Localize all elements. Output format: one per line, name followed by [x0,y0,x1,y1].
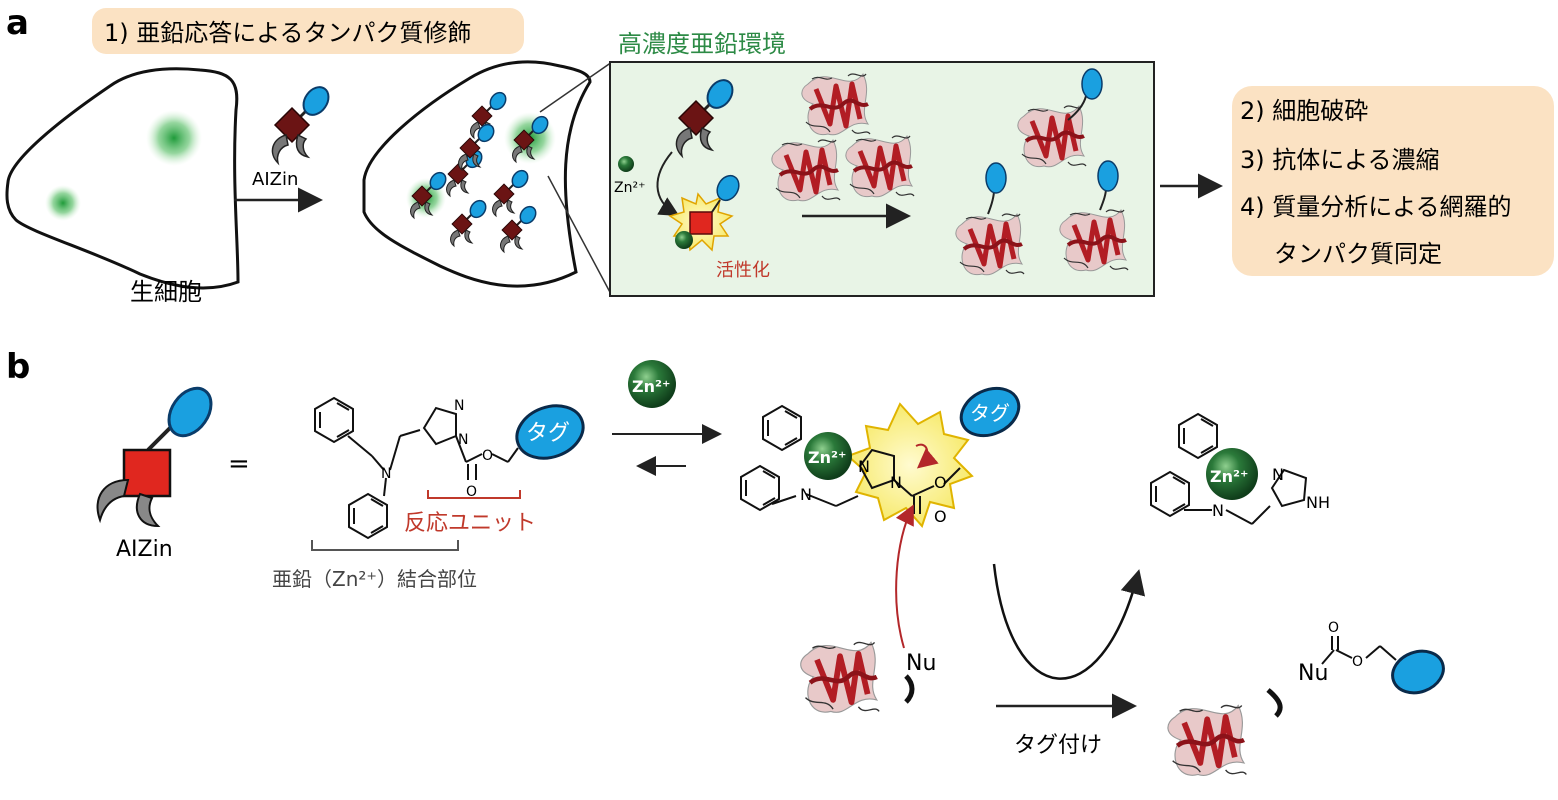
bound-zinc-label: Zn²⁺ [808,448,846,467]
atom-o: O [1328,620,1339,636]
tagging-label: タグ付け [1014,733,1102,758]
bound-zinc-icon [1206,448,1258,500]
steps-background [1232,86,1554,276]
zinc-spot [45,185,81,221]
atom-n: N [1212,501,1224,520]
product-structure [1150,413,1308,525]
step-4-cont: タンパク質同定 [1274,240,1442,268]
nucleophile-attack-arrow [895,504,914,649]
atom-n: N [1272,465,1284,484]
atom-o: O [934,507,947,526]
reactive-unit-label: 反応ユニット [404,511,536,536]
atom-o: O [1352,654,1363,670]
carbamate-linker [1321,636,1397,665]
tag-icon [515,404,585,460]
step-2: 2) 細胞破砕 [1240,97,1368,125]
arrow-label-aizin: AIZin [252,169,298,190]
atom-n: N [381,466,391,482]
step-4: 4) 質量分析による網羅的 [1240,193,1512,221]
u-shaped-arrow [992,563,1146,680]
step1-title: 1) 亜鉛応答によるタンパク質修飾 [104,19,472,47]
atom-o: O [466,484,477,500]
bound-zinc-label: Zn²⁺ [1210,467,1248,486]
atom-n: N [454,398,464,414]
tag-icon [1391,649,1445,695]
reactive-unit-bracket [427,490,521,499]
tag-icon [985,162,1007,194]
activation-arrow [656,151,680,217]
zinc-site-bracket [311,540,459,551]
zinc-ion-label: Zn²⁺ [632,377,670,396]
zinc-env-title: 高濃度亜鉛環境 [618,30,786,58]
tagged-protein-product-icon [1168,706,1246,776]
equals-sign: = [228,449,250,479]
target-protein-icon [801,642,879,712]
panel-b-label: b [6,347,30,387]
atom-n: N [890,473,902,492]
bound-zinc-icon [804,432,852,480]
live-cell-label: 生細胞 [130,278,202,306]
atom-n: N [800,485,812,504]
step-3: 3) 抗体による濃縮 [1240,146,1440,174]
tag-icon [1081,68,1103,100]
tag-label: タグ [526,421,570,446]
zinc-spot [146,110,202,166]
zoom-line [539,61,613,113]
aizin-legend-label: AIZin [116,537,173,562]
atom-nh: NH [1306,493,1330,512]
zinc-site-label: 亜鉛（Zn²⁺）結合部位 [272,567,477,591]
atom-o: O [482,448,493,464]
tag-icon [959,386,1021,438]
zinc-ion-icon [618,156,634,172]
nucleophile-label: Nu [1298,661,1328,686]
nucleophile-label: Nu [906,651,936,676]
treated-cell-outline [362,60,592,288]
tag-icon [1097,160,1119,192]
atom-o: O [934,473,947,492]
activation-label: 活性化 [716,260,770,281]
tag-icon [716,174,740,202]
electron-flow-arrow [915,443,939,469]
activation-burst-icon [846,402,974,528]
zoom-line [547,175,613,297]
aizin-structure [314,397,519,539]
panel-a-label: a [6,3,29,43]
bound-zinc-icon [675,231,693,249]
step1-background [92,8,524,54]
zinc-ion-label: Zn²⁺ [614,180,645,196]
aizin-probe-icon [270,80,336,165]
atom-n: N [858,457,870,476]
atom-n: N [458,432,468,448]
aizin-legend-icon [96,386,213,528]
tag-label: タグ [970,401,1010,425]
complex-structure [740,405,961,514]
zinc-ion-icon [628,360,676,408]
live-cell-outline [5,67,240,290]
activated-block-icon [689,211,713,235]
